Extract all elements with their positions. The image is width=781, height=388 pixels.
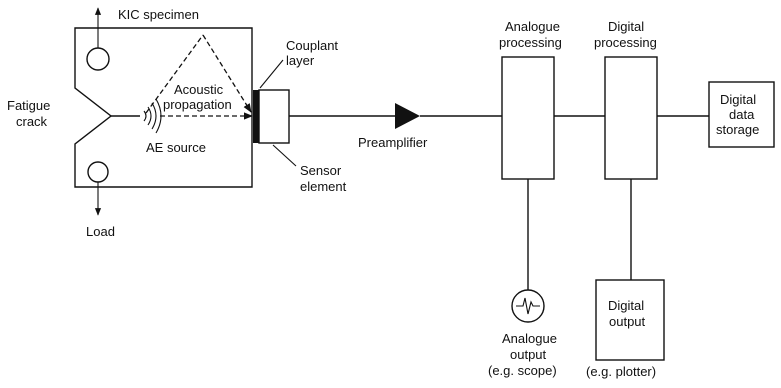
specimen: KIC specimen Fatigue crack AE source Aco…	[7, 7, 253, 239]
storage-label-line2: data	[729, 107, 755, 122]
upper-load-hole	[86, 47, 110, 71]
data-storage-box	[708, 81, 775, 148]
lower-load-hole	[87, 161, 109, 183]
analogue-output-label-line1: Analogue	[502, 331, 557, 346]
scope-trace-icon	[516, 297, 540, 315]
signal-chain: Preamplifier Analogue processing Digital…	[289, 19, 775, 180]
analogue-processing-label-line1: Analogue	[505, 19, 560, 34]
propagation-label-line2: propagation	[163, 97, 232, 112]
sensor-element	[258, 89, 290, 144]
couplant-layer	[253, 90, 259, 143]
specimen-title: KIC specimen	[118, 7, 199, 22]
propagation-path-down	[202, 34, 252, 113]
digital-processing-label-line1: Digital	[608, 19, 644, 34]
preamplifier-label: Preamplifier	[358, 135, 428, 150]
outputs: Analogue output (e.g. scope) Digital out…	[488, 179, 665, 379]
digital-output-box	[595, 279, 665, 361]
couplant-label-line1: Couplant	[286, 38, 338, 53]
digital-output-label-line2: output	[609, 314, 646, 329]
couplant-leader	[259, 59, 284, 89]
analogue-output-label-line2: output	[510, 347, 547, 362]
scope-icon	[511, 289, 545, 323]
analogue-processing-label-line2: processing	[499, 35, 562, 50]
storage-label-line1: Digital	[720, 92, 756, 107]
ae-source-waves	[143, 98, 162, 134]
analogue-processing-box	[501, 56, 555, 180]
ae-source-label: AE source	[146, 140, 206, 155]
fatigue-crack-label-line2: crack	[16, 114, 48, 129]
load-label: Load	[86, 224, 115, 239]
fatigue-crack-label-line1: Fatigue	[7, 98, 50, 113]
propagation-label-line1: Acoustic	[174, 82, 224, 97]
digital-output-label-line1: Digital	[608, 298, 644, 313]
sensor: Couplant layer Sensor element	[253, 38, 347, 194]
sensor-label-line1: Sensor	[300, 163, 342, 178]
digital-output-example: (e.g. plotter)	[586, 364, 656, 379]
couplant-label-line2: layer	[286, 53, 315, 68]
digital-processing-box	[604, 56, 658, 180]
preamplifier-symbol	[395, 103, 420, 129]
sensor-label-line2: element	[300, 179, 347, 194]
sensor-leader	[272, 144, 297, 167]
digital-processing-label-line2: processing	[594, 35, 657, 50]
propagation-path-up	[145, 34, 204, 114]
specimen-outline	[74, 27, 253, 188]
analogue-output-label-line3: (e.g. scope)	[488, 363, 557, 378]
storage-label-line3: storage	[716, 122, 759, 137]
